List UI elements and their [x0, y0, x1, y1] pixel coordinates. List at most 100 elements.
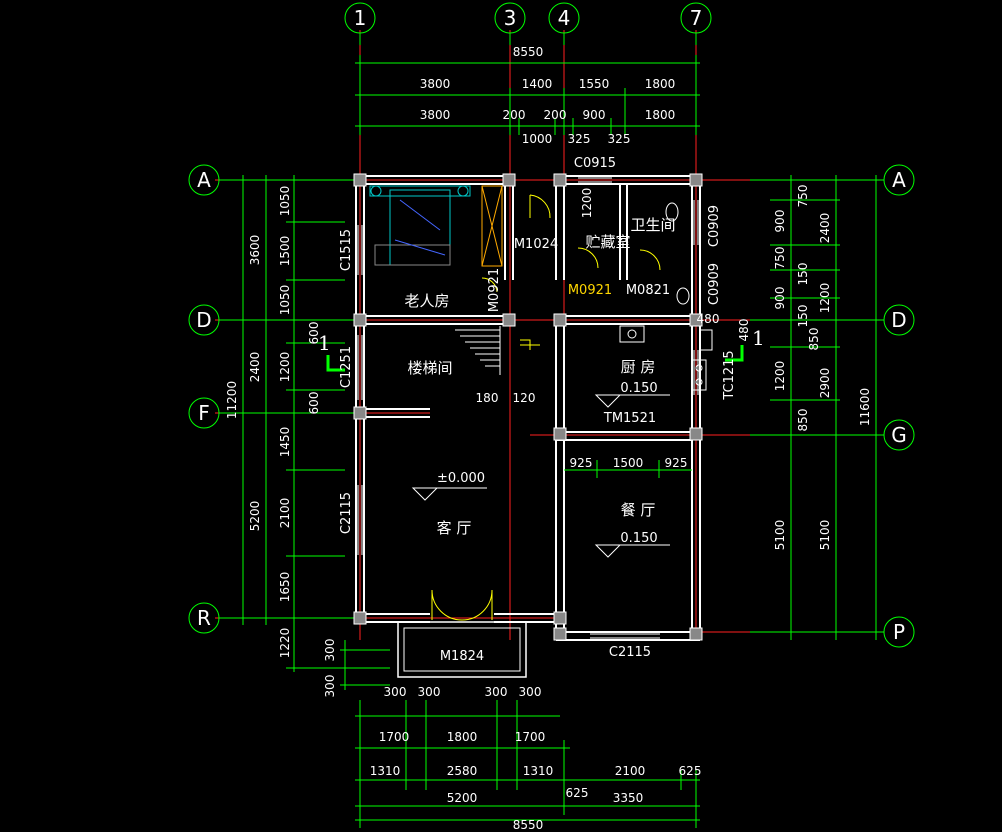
axis-bubble-label: A — [892, 168, 906, 192]
opening-label: M0821 — [626, 283, 670, 298]
opening-label: M1024 — [514, 237, 558, 252]
dim-label: 750 — [796, 185, 810, 208]
dim-label: 300 — [323, 675, 337, 698]
dim-label: 1800 — [645, 108, 676, 122]
dim-label: 480 — [737, 319, 751, 342]
dim-label: 480 — [697, 312, 720, 326]
dim-label: 120 — [513, 391, 536, 405]
dim-label: 750 — [773, 247, 787, 270]
kitchen-fixtures — [619, 202, 713, 391]
opening-label: C1515 — [339, 229, 354, 271]
axis-bubble-label: 1 — [354, 6, 367, 30]
dim-label: 2900 — [818, 368, 832, 399]
room-label-bathroom: 卫生间 — [630, 216, 675, 234]
dim-label: 325 — [608, 132, 631, 146]
dim-label: 1050 — [278, 186, 292, 217]
stair — [455, 326, 540, 375]
dim-label: 1310 — [523, 764, 554, 778]
dim-label: 3800 — [420, 77, 451, 91]
opening-label: C0909 — [707, 263, 722, 305]
room-label-elderly: 老人房 — [404, 292, 449, 310]
dim-label: 925 — [570, 456, 593, 470]
dim-label: 1500 — [613, 456, 644, 470]
dim-label: 200 — [503, 108, 526, 122]
room-label-storage: 贮藏室 — [585, 233, 630, 251]
room-label-stair: 楼梯间 — [407, 359, 452, 377]
dim-label: 11600 — [858, 388, 872, 426]
dim-total-bottom: 8550 — [513, 818, 544, 832]
axis-bubble-label: D — [891, 308, 906, 332]
elevation-living: ±0.000 — [437, 471, 485, 486]
dim-label: 1800 — [447, 730, 478, 744]
dim-label: 325 — [568, 132, 591, 146]
opening-label: TM1521 — [603, 411, 656, 426]
left-dimension-lines — [236, 175, 390, 690]
dim-label: 300 — [384, 685, 407, 699]
dim-label: 1050 — [278, 285, 292, 316]
axis-bubble-label: F — [198, 401, 210, 425]
dim-label: 850 — [807, 328, 821, 351]
dim-label: 1650 — [278, 572, 292, 603]
dim-label: 5200 — [447, 791, 478, 805]
section-marks — [326, 345, 744, 372]
dim-label: 150 — [796, 263, 810, 286]
elevation-markers — [411, 394, 670, 558]
dim-label: 2400 — [248, 352, 262, 383]
dim-label: 1200 — [580, 188, 594, 219]
section-mark-right: 1 — [752, 326, 765, 350]
dim-label: 300 — [418, 685, 441, 699]
elevation-kitchen: 0.150 — [620, 381, 657, 396]
axis-bubble-label: 4 — [558, 6, 571, 30]
right-axis-bubbles: A D G P — [883, 164, 915, 648]
top-dimension-lines — [355, 55, 700, 135]
axis-bubble-label: 3 — [504, 6, 517, 30]
dim-label: 2400 — [818, 213, 832, 244]
dim-label: 900 — [773, 287, 787, 310]
bed-furniture — [369, 185, 471, 266]
dim-label: 3350 — [613, 791, 644, 805]
axis-bubble-label: G — [891, 423, 907, 447]
walls — [355, 175, 701, 678]
right-dimension-lines — [750, 175, 884, 640]
opening-label: C0915 — [574, 156, 616, 171]
dim-label: 1200 — [278, 352, 292, 383]
dim-label: 150 — [796, 305, 810, 328]
dim-label: 1310 — [370, 764, 401, 778]
left-axis-bubbles: A D F R — [188, 164, 220, 634]
dim-label: 1000 — [522, 132, 553, 146]
elevation-dining: 0.150 — [620, 531, 657, 546]
windows — [357, 177, 699, 639]
dim-label: 5100 — [818, 520, 832, 551]
dim-label: 1400 — [522, 77, 553, 91]
dim-label: 1220 — [278, 628, 292, 659]
dim-label: 600 — [307, 322, 321, 345]
dim-label: 300 — [519, 685, 542, 699]
dim-label: 850 — [796, 409, 810, 432]
dim-label: 900 — [773, 210, 787, 233]
dim-label: 5100 — [773, 520, 787, 551]
dim-label: 5200 — [248, 501, 262, 532]
opening-label: C1251 — [339, 346, 354, 388]
room-label-living: 客 厅 — [437, 519, 472, 537]
dim-label: 300 — [323, 639, 337, 662]
dim-label: 1450 — [278, 427, 292, 458]
dim-label: 2100 — [615, 764, 646, 778]
opening-label: C0909 — [707, 205, 722, 247]
dim-label: 925 — [665, 456, 688, 470]
axis-bubble-label: R — [197, 606, 211, 630]
axis-bubble-label: A — [197, 168, 211, 192]
dim-label: 900 — [583, 108, 606, 122]
dim-label: 11200 — [225, 381, 239, 419]
opening-label: TC1215 — [722, 350, 737, 400]
axis-bubble-label: P — [893, 620, 905, 644]
opening-label: C2115 — [339, 492, 354, 534]
dim-label: 1700 — [515, 730, 546, 744]
axis-bubble-label: 7 — [690, 6, 703, 30]
opening-label: M0921 — [487, 268, 502, 312]
dim-label: 300 — [485, 685, 508, 699]
dim-label: 1700 — [379, 730, 410, 744]
dim-label: 625 — [679, 764, 702, 778]
room-label-kitchen: 厨 房 — [621, 358, 656, 376]
dim-label: 3600 — [248, 235, 262, 266]
